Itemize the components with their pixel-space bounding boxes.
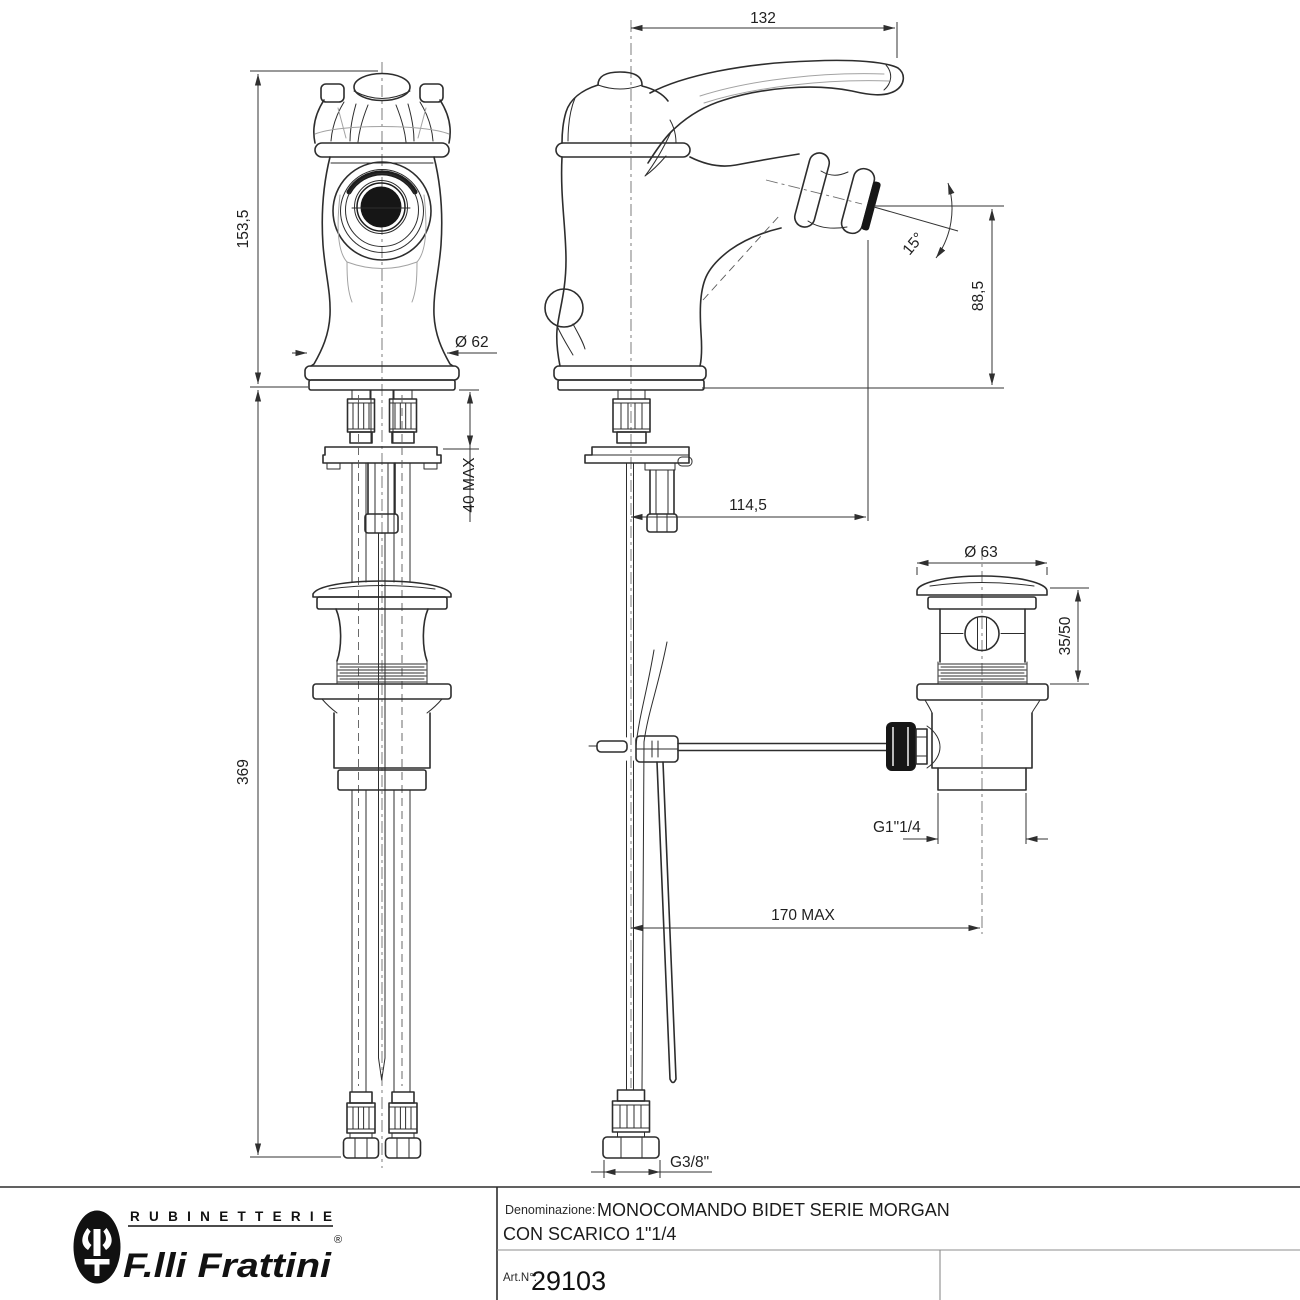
denomination-line2: CON SCARICO 1"1/4 [503,1224,676,1244]
side-aerator-face [861,181,881,231]
side-spout-nozzle [793,152,881,235]
dim-hose-thread: G3/8" [591,1154,712,1178]
side-popup-knob [544,288,586,356]
drain-adjust-screw [939,615,1026,652]
side-hose-end [602,1089,660,1159]
front-hose-end-right [384,1091,422,1159]
dim-total-height: 153,5 [235,70,378,388]
brand-registered-mark: ® [334,1234,342,1246]
dim-spout-angle: 15° [873,182,959,259]
dim-spout-height-label: 88,5 [970,281,987,311]
diagonal-popup-rod [656,761,677,1084]
side-body [555,153,863,367]
side-handle [555,59,905,177]
front-mounting-plate [322,446,442,464]
article-number-label: Art.N°: [503,1272,537,1284]
dim-rod-reach-label: 170 MAX [771,907,835,924]
front-spout-aerator [332,161,432,303]
dim-total-height-label: 153,5 [235,210,252,249]
dim-spout-reach-label: 114,5 [729,497,767,514]
drain-rod-coupling [886,722,941,771]
front-drain-assembly [312,580,452,791]
brand-glyph [82,1228,112,1276]
horizontal-linkage-rod [677,742,887,752]
drain-cap [916,575,1048,596]
dim-below-deck-height: 369 [235,390,341,1158]
dim-drain-deck-range: 35/50 [1050,587,1089,685]
dim-drain-thread-label: G1"1/4 [873,819,921,836]
dim-deck-thickness-label: 40 MAX [461,457,478,513]
title-block-fields: Denominazione: MONOCOMANDO BIDET SERIE M… [503,1200,950,1296]
front-view [304,62,460,1168]
front-handle-crown [313,72,451,158]
dim-drain-deck-range-label: 35/50 [1057,616,1074,655]
front-popup-rod [378,532,386,1081]
dim-below-deck-height-label: 369 [235,759,252,785]
brand-tagline: RUBINETTERIE [130,1209,332,1224]
front-inlet-left [346,389,376,444]
front-supply-tubes [351,395,411,1093]
dim-rod-reach: 170 MAX [631,907,980,932]
dimension-annotations: 132 153,5 369 Ø 62 40 MAX 114,5 [235,10,1089,1178]
drain-tailpiece [937,767,1027,791]
title-block: RUBINETTERIE F.lli Frattini ® Denominazi… [0,1186,1300,1300]
drain-waste-detail [886,548,1049,934]
aerator-opening [360,186,402,228]
dim-base-diameter: Ø 62 [292,334,497,357]
article-number-value: 29103 [531,1266,606,1296]
dim-drain-cap-diameter: Ø 63 [916,544,1048,575]
brand-name: F.lli Frattini [123,1247,333,1285]
dim-hose-thread-label: G3/8" [670,1154,709,1171]
denomination-label: Denominazione: [505,1203,595,1217]
denomination-line1: MONOCOMANDO BIDET SERIE MORGAN [597,1200,950,1220]
front-mounting-nut [364,513,399,534]
dim-base-diameter-label: Ø 62 [455,334,489,351]
front-faucet-body [310,156,454,367]
dim-spout-reach: 114,5 [631,240,869,521]
dim-deck-thickness: 40 MAX [443,389,479,522]
dim-handle-reach-label: 132 [750,10,776,27]
front-inlet-right [388,389,418,444]
front-base [304,365,460,391]
dim-handle-reach: 132 [631,10,898,58]
side-under-deck [584,389,693,533]
side-lever [647,59,905,164]
dim-drain-cap-diameter-label: Ø 63 [964,544,998,561]
dim-drain-thread: G1"1/4 [873,793,1048,844]
front-hose-end-left [342,1091,380,1159]
dim-spout-angle-label: 15° [900,230,928,259]
side-view [544,20,905,1159]
brand-logo: RUBINETTERIE F.lli Frattini ® [73,1209,342,1285]
side-base [553,365,707,391]
side-rod-and-hose [588,462,887,1091]
